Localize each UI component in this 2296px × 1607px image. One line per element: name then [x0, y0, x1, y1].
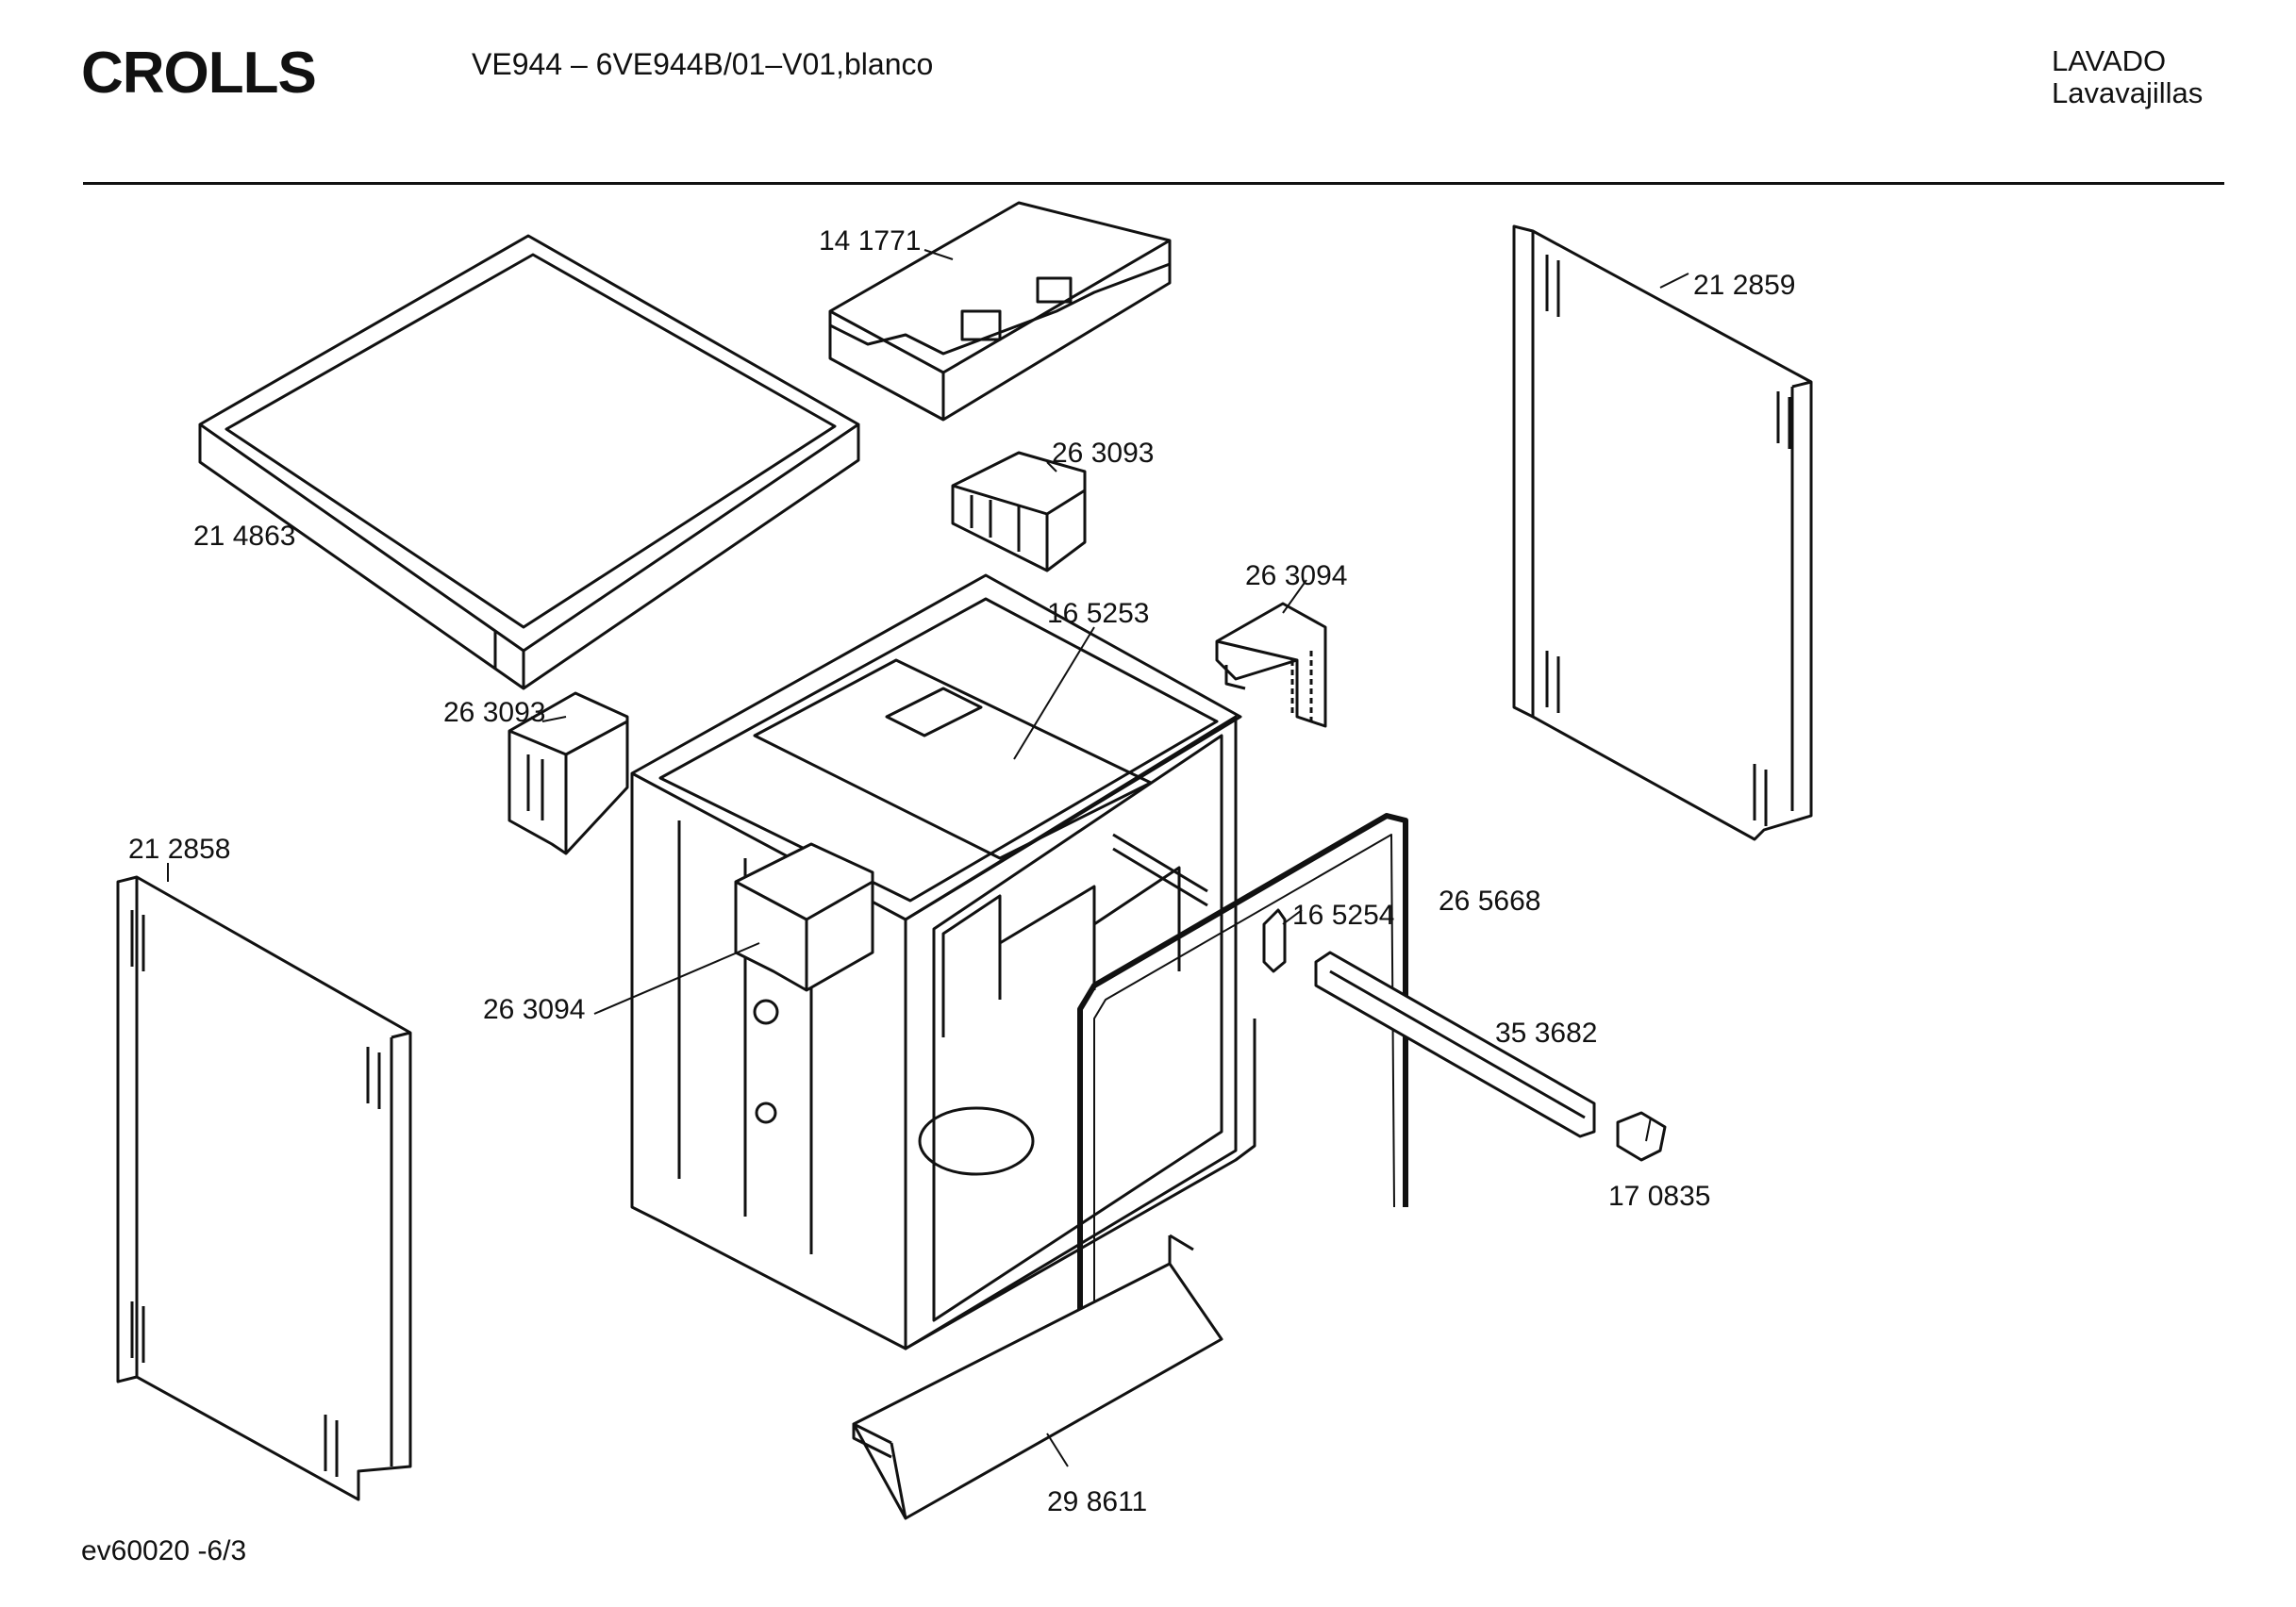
model-title: VE944 – 6VE944B/01–V01,blanco: [472, 47, 934, 81]
header-divider: [83, 182, 2224, 185]
part-hinge-clip: [1262, 908, 1287, 973]
label-bracket-right: 26 3094: [1245, 560, 1347, 591]
label-hinge-clip: 16 5254: [1292, 900, 1394, 931]
subcategory-label: Lavavajillas: [2052, 76, 2204, 109]
part-top-cover: [198, 234, 860, 690]
brand-logo: CROLLS: [81, 41, 317, 106]
label-clip-upper: 26 3093: [1052, 438, 1154, 469]
part-end-cap: [1616, 1111, 1667, 1162]
part-control-module: [828, 201, 1172, 422]
part-base-strip: [852, 1234, 1223, 1520]
part-clip-upper: [951, 451, 1087, 572]
label-end-cap: 17 0835: [1608, 1181, 1710, 1212]
part-right-side-panel: [1512, 224, 1813, 841]
part-bracket-right: [1215, 602, 1327, 728]
label-base-strip: 29 8611: [1047, 1486, 1147, 1517]
part-labels: 14 1771 21 4863 26 3093 26 3094 16 5253 …: [128, 225, 1795, 1517]
diagram-code: ev60020 -6/3: [81, 1535, 247, 1566]
label-latch-top: 16 5253: [1047, 598, 1149, 629]
category-label: LAVADO: [2052, 44, 2167, 77]
part-bracket-left: [734, 842, 874, 992]
label-clip-left: 26 3093: [443, 697, 545, 728]
part-clip-left: [507, 691, 629, 855]
leader-lines: [167, 249, 1689, 1467]
label-right-side-panel: 21 2859: [1693, 270, 1795, 301]
part-left-side-panel: [116, 875, 412, 1501]
part-door-seal: [1077, 813, 1408, 1386]
label-rail: 35 3682: [1495, 1018, 1597, 1049]
label-control-module: 14 1771: [819, 225, 921, 257]
part-rail: [1112, 833, 1596, 1138]
label-bracket-left: 26 3094: [483, 994, 585, 1025]
label-top-cover: 21 4863: [193, 521, 295, 552]
category-block: LAVADO Lavavajillas: [2052, 45, 2203, 109]
label-left-side-panel: 21 2858: [128, 834, 230, 865]
label-door-seal: 26 5668: [1439, 886, 1540, 917]
part-tub-body: [630, 573, 1256, 1350]
